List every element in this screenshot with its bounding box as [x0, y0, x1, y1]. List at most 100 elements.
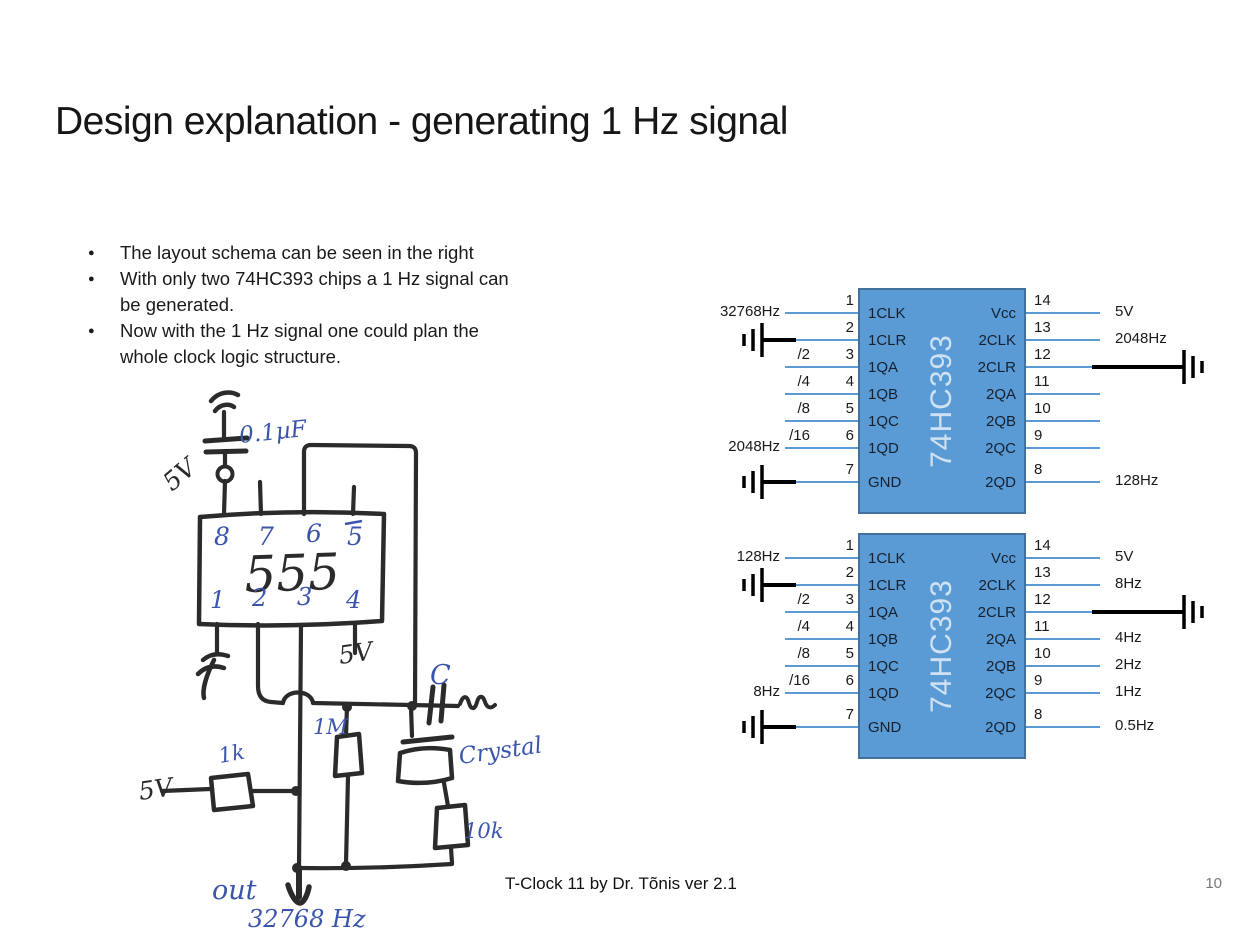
pin-number: 4	[845, 373, 854, 390]
pin-name-label: 2CLK	[978, 332, 1016, 349]
feedback-loop-wire	[301, 442, 419, 709]
wire	[448, 845, 455, 866]
bullet-text: Now with the 1 Hz signal one could plan …	[120, 320, 479, 367]
wire	[441, 780, 451, 809]
pin-line	[785, 726, 858, 728]
pin-number: 8	[1034, 461, 1043, 478]
supply-label: 5V	[337, 636, 378, 670]
pin-name-label: 1CLK	[868, 305, 906, 322]
pin-name-label: 2QB	[985, 413, 1016, 430]
resistor-1m-icon	[332, 731, 365, 779]
pin-number: 10	[1034, 645, 1051, 662]
pin-number: 2	[845, 564, 854, 581]
crystal-label: Crystal	[457, 733, 544, 770]
arrow-down-icon	[285, 882, 312, 906]
wire	[221, 478, 228, 517]
ground-icon	[736, 566, 796, 609]
frequency-label: 8Hz	[1115, 575, 1142, 592]
pin-number: 5	[845, 645, 854, 662]
pin-number: 3	[845, 591, 854, 608]
frequency-label: 8Hz	[753, 683, 780, 700]
divider-label: /4	[797, 618, 810, 635]
wire	[408, 704, 415, 739]
pin-number: 7	[845, 706, 854, 723]
out-label: out	[212, 875, 257, 906]
bullet-icon: ●	[88, 247, 95, 259]
pin-line	[1026, 447, 1100, 449]
pin-name-label: 1QA	[868, 359, 899, 376]
junction-dots	[291, 701, 417, 873]
frequency-label: 5V	[1115, 303, 1134, 320]
pin-line	[1026, 420, 1100, 422]
chip-body	[858, 533, 1026, 759]
ground-icon	[736, 321, 796, 364]
pin-name-label: GND	[868, 474, 902, 491]
pin-line	[1026, 726, 1100, 728]
frequency-label: 32768Hz	[719, 303, 780, 320]
pin-name-label: 1QD	[868, 440, 899, 457]
pin-number: 13	[1034, 319, 1051, 336]
pin-number: 2	[251, 584, 267, 612]
pin-line	[785, 692, 858, 694]
pin-line	[1026, 393, 1100, 395]
ground-icon	[736, 708, 796, 751]
pin-line	[785, 611, 858, 613]
frequency-label: 2048Hz	[728, 438, 780, 455]
pin-name-label: 2QA	[985, 386, 1016, 403]
pin-number: 10	[1034, 400, 1051, 417]
pin-name-label: 2QC	[985, 440, 1016, 457]
frequency-label: 2048Hz	[1115, 330, 1167, 347]
cap-c-label: C	[430, 660, 451, 691]
pin-name-label: 2CLR	[977, 604, 1016, 621]
pin-line	[1026, 584, 1100, 586]
bullet-list: ● The layout schema can be seen in the r…	[88, 240, 588, 370]
pin-number: 9	[1034, 672, 1043, 689]
pin-number: 11	[1034, 373, 1050, 390]
bullet-item: ● Now with the 1 Hz signal one could pla…	[88, 318, 588, 370]
bullet-text: With only two 74HC393 chips a 1 Hz signa…	[120, 268, 509, 315]
pin-name-label: 2QA	[985, 631, 1016, 648]
ground-icon	[736, 463, 796, 506]
crystal-plate	[400, 734, 455, 745]
pin-line	[1026, 312, 1100, 314]
pin-line	[785, 665, 858, 667]
pin-line	[785, 393, 858, 395]
ground-icon	[208, 390, 241, 414]
divider-label: /4	[797, 373, 810, 390]
frequency-label: 1Hz	[1115, 683, 1142, 700]
pin-number: 12	[1034, 591, 1051, 608]
pin-line	[1026, 481, 1100, 483]
pin-line	[785, 447, 858, 449]
hand-drawn-555-circuit: 0.1µF 5V 8 7 6 5 555 1 2 3 4 5V C Crysta…	[140, 390, 544, 933]
pin-name-label: 1QB	[868, 631, 899, 648]
pin-number: 5	[347, 522, 363, 551]
pin3-wire	[296, 622, 304, 871]
pin-line	[785, 584, 858, 586]
pin-line	[1026, 638, 1100, 640]
divider-label: /8	[797, 400, 810, 417]
ground-icon	[195, 652, 231, 701]
pin-number: 14	[1034, 537, 1051, 554]
pin-line	[1026, 692, 1100, 694]
bullet-icon: ●	[88, 325, 95, 337]
divider-label: /16	[789, 427, 810, 444]
pin-line	[1026, 339, 1100, 341]
pin-name-label: 1CLK	[868, 550, 906, 567]
frequency-label: 5V	[1115, 548, 1134, 565]
resistor-10k-icon	[432, 802, 471, 851]
pin-number: 4	[845, 618, 854, 635]
pin-number: 8	[214, 522, 230, 551]
pin-number: 8	[1034, 706, 1043, 723]
pin-number: 6	[845, 427, 854, 444]
bullet-item: ● With only two 74HC393 chips a 1 Hz sig…	[88, 266, 588, 318]
pin-line	[785, 420, 858, 422]
pin-number: 1	[845, 292, 854, 309]
resistor-value-label: 10k	[464, 819, 503, 843]
page-number: 10	[1205, 875, 1222, 892]
bus-wire	[310, 700, 461, 709]
pin-number: 11	[1034, 618, 1050, 635]
pin-number: 6	[845, 672, 854, 689]
